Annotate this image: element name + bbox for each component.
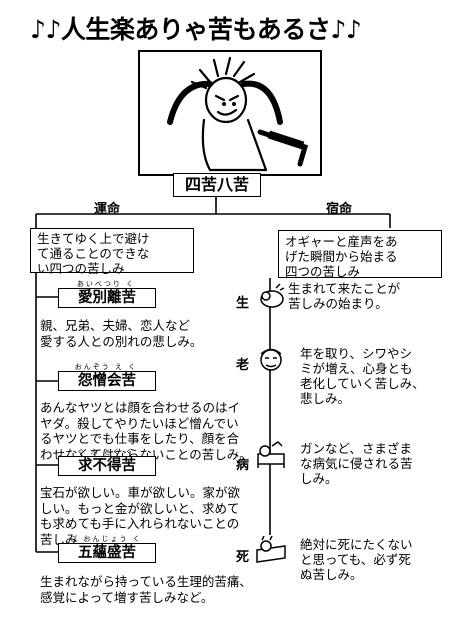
- suffering-reading-2: おんぞう え く: [74, 363, 138, 371]
- branch-label-left: 運命: [94, 202, 121, 217]
- suffering-man-illustration: [138, 50, 322, 176]
- suffering-desc-4: 生まれながら持っている生理的苦痛、 感覚によって増す苦しみなど。: [40, 574, 252, 605]
- stage-desc-death-line-2: と思っても、必ず死: [300, 552, 411, 567]
- stage-desc-death-line-3: ぬ苦しみ。: [300, 567, 363, 582]
- old-person-icon: [256, 346, 286, 376]
- left-intro-line-3: い四つの苦しみ: [37, 261, 125, 276]
- suffering-desc-2-line-1: あんなヤツとは顔を合わせるのはイ: [40, 400, 241, 415]
- page-title: ♪♪人生楽ありゃ苦もあるさ♪♪: [30, 15, 362, 44]
- suffering-desc-1: 親、兄弟、夫婦、恋人など 愛する人との別れの悲しみ。: [40, 318, 202, 349]
- stage-desc-illness-line-3: しみ。: [300, 471, 338, 486]
- branch-label-right: 宿命: [326, 202, 353, 217]
- stage-desc-illness-line-1: ガンなど、さまざま: [300, 441, 412, 456]
- suffering-box-1: 愛別離苦: [58, 288, 156, 308]
- stage-desc-aging-line-3: 老化していく苦しみ、: [300, 376, 425, 391]
- suffering-desc-3-line-2: しい。もっと金が欲しいと、求めて: [40, 500, 240, 516]
- stage-label-death: 死: [236, 550, 250, 565]
- anguished-person-icon: [167, 56, 309, 172]
- suffering-desc-3-line-3: も求めても手に入れられないことの: [40, 516, 240, 531]
- baby-icon: [256, 282, 286, 312]
- stage-label-aging: 老: [236, 358, 250, 373]
- stage-label-birth: 生: [236, 296, 250, 311]
- stage-desc-aging-line-4: 悲しみ。: [300, 391, 351, 406]
- suffering-reading-1: あいべつり く: [76, 280, 136, 288]
- left-intro-line-1: 生きてゆく上で避け: [37, 231, 150, 246]
- suffering-box-2: 怨憎会苦: [58, 371, 156, 391]
- stage-label-illness: 病: [236, 458, 250, 473]
- suffering-desc-2-line-3: るヤツとでも仕事をしたり、顔を合: [40, 431, 240, 446]
- suffering-desc-3-line-1: 宝石が欲しい。車が欲しい。家が欲: [40, 485, 241, 500]
- stage-desc-aging-line-2: ミが増え、心身とも: [300, 361, 413, 376]
- suffering-desc-4-line-1: 生まれながら持っている生理的苦痛、: [40, 574, 252, 589]
- stage-desc-illness-line-2: な病気に侵される苦: [300, 456, 413, 471]
- stage-desc-death: 絶対に死にたくない と思っても、必ず死 ぬ苦しみ。: [300, 537, 413, 582]
- left-intro-line-2: て通ることのできな: [37, 246, 150, 261]
- stage-desc-birth-line-1: 生まれて来たことが: [288, 281, 401, 296]
- suffering-box-4: 五蘊盛苦: [58, 543, 156, 563]
- suffering-desc-2: あんなヤツとは顔を合わせるのはイ ヤダ。殺してやりたいほど憎んでい るヤツとでも…: [40, 400, 252, 462]
- right-intro-line-2: げた瞬間から始まる: [285, 249, 398, 264]
- suffering-desc-3: 宝石が欲しい。車が欲しい。家が欲 しい。もっと金が欲しいと、求めて も求めても手…: [40, 485, 240, 547]
- stage-desc-birth: 生まれて来たことが 苦しみの始まり。: [288, 281, 400, 311]
- stage-desc-birth-line-2: 苦しみの始まり。: [288, 296, 388, 311]
- suffering-desc-1-line-2: 愛する人との別れの悲しみ。: [40, 333, 203, 349]
- center-node-shiku-hakku: 四苦八苦: [173, 173, 261, 197]
- stage-desc-death-line-1: 絶対に死にたくない: [300, 537, 413, 552]
- suffering-reading-3: ぐ ふ とく く: [77, 448, 135, 456]
- suffering-box-3: 求不得苦: [58, 456, 156, 476]
- suffering-desc-3-line-4: 苦しみ: [40, 531, 78, 547]
- stage-desc-aging-line-1: 年を取り、シワやシ: [300, 346, 413, 361]
- right-intro-line-3: 四つの苦しみ: [285, 264, 361, 279]
- suffering-desc-4-line-2: 感覚によって増す苦しみなど。: [40, 589, 214, 605]
- suffering-desc-2-line-2: ヤダ。殺してやりたいほど憎んでい: [40, 415, 239, 431]
- stage-desc-illness: ガンなど、さまざま な病気に侵される苦 しみ。: [300, 441, 413, 486]
- left-intro-box: 生きてゆく上で避け て通ることのできな い四つの苦しみ: [30, 228, 194, 276]
- coffin-icon: [254, 535, 288, 566]
- right-intro-line-1: オギャーと産声をあ: [285, 234, 398, 249]
- right-intro-box: オギャーと産声をあ げた瞬間から始まる 四つの苦しみ: [278, 230, 442, 279]
- stage-desc-aging: 年を取り、シワやシ ミが増え、心身とも 老化していく苦しみ、 悲しみ。: [300, 346, 425, 406]
- sick-person-icon: [256, 440, 286, 470]
- suffering-desc-1-line-1: 親、兄弟、夫婦、恋人など: [40, 318, 191, 333]
- suffering-reading-4: ご おんじょう く: [70, 535, 142, 543]
